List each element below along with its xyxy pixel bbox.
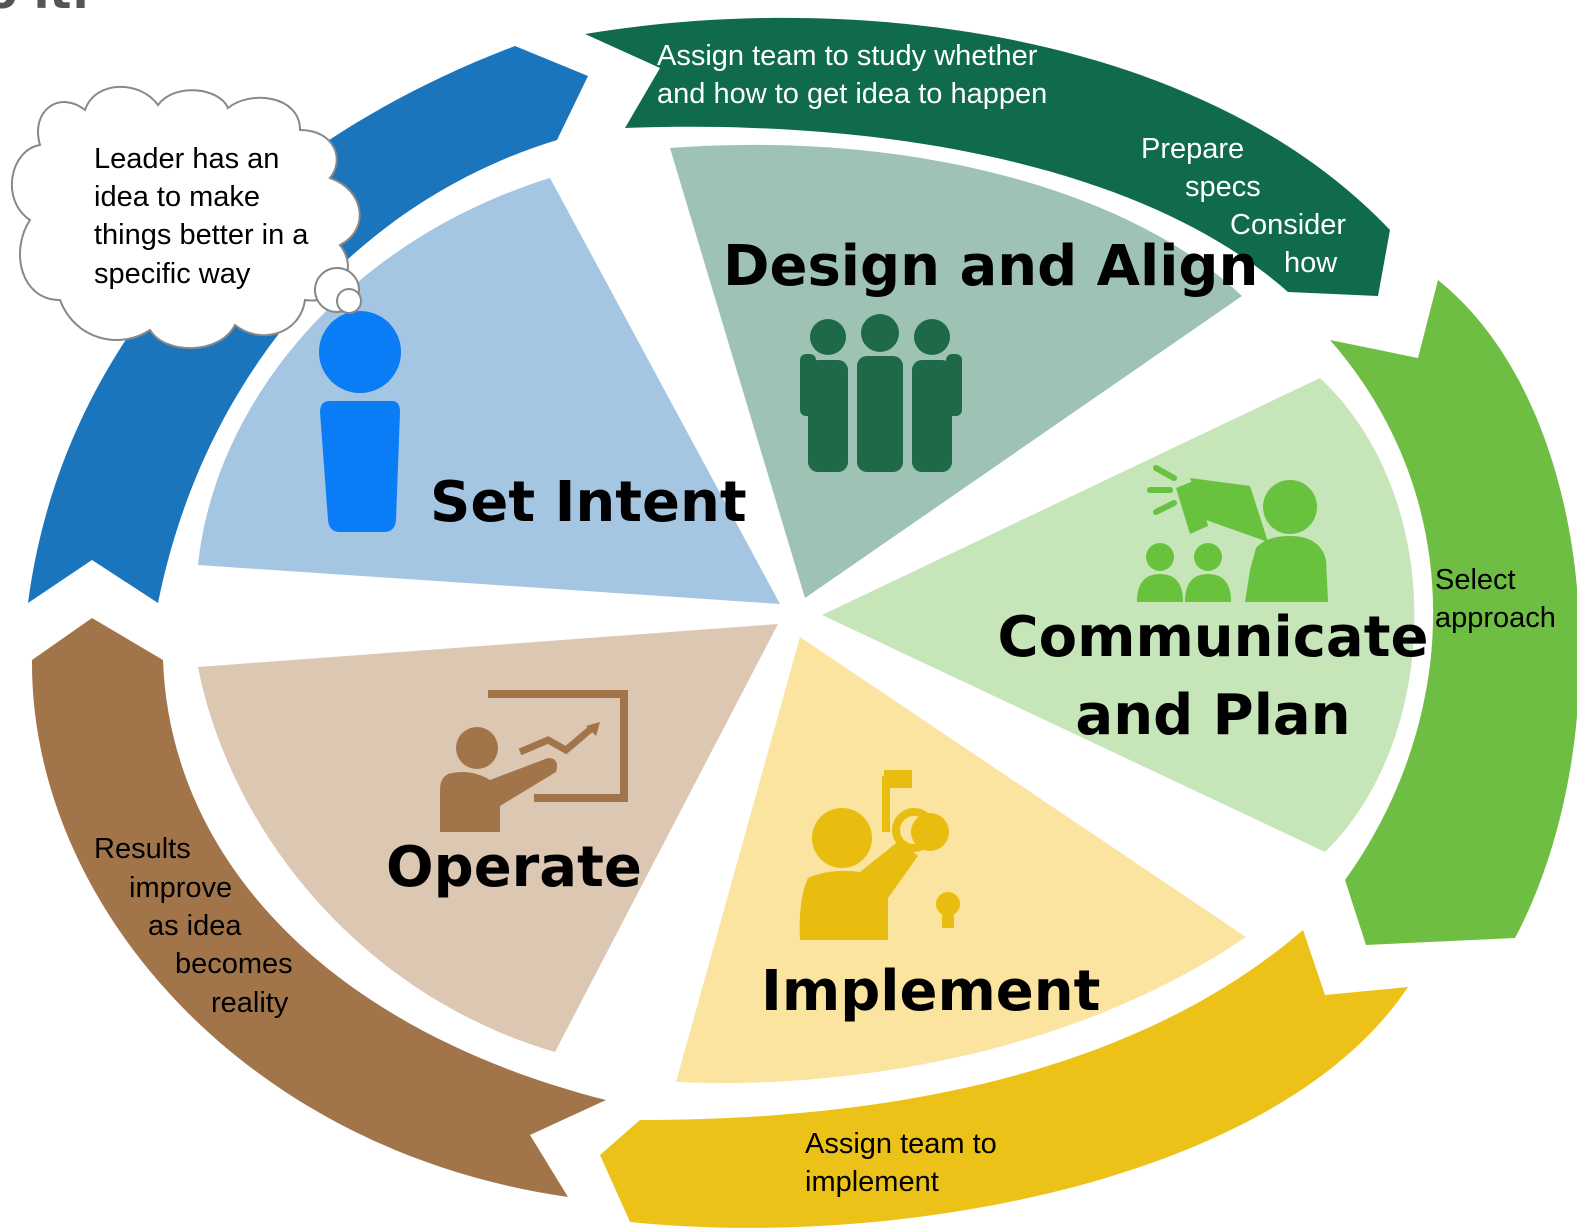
- results-text: Results improve as idea becomes reality: [94, 833, 301, 1019]
- implement-wedge: [676, 637, 1246, 1083]
- prepare-specs-text: Prepare specs: [1141, 133, 1261, 203]
- assign-implement-line-1: Assign team to: [805, 1128, 997, 1160]
- select-approach-text: Select approach: [1435, 564, 1556, 634]
- yellow-ring-arrow: [600, 930, 1408, 1228]
- consider-how-text: Consider how: [1230, 209, 1354, 279]
- results-line-5: reality: [211, 987, 289, 1019]
- results-line-3: as idea: [148, 910, 242, 942]
- select-approach-line-1: Select: [1435, 564, 1516, 596]
- key-icon: [799, 770, 960, 940]
- person-icon: [319, 311, 401, 532]
- header-fragment: o it:: [0, 0, 90, 19]
- thought-line-3: things better in a: [94, 219, 309, 251]
- presenter-chart-icon: [440, 690, 628, 832]
- prepare-specs-line-2: specs: [1185, 171, 1261, 203]
- brown-ring-arrow: [31, 618, 606, 1197]
- assign-study-line-1: Assign team to study whether: [657, 40, 1038, 72]
- assign-implement-text: Assign team to implement: [805, 1128, 1005, 1198]
- operate-wedge: [198, 624, 778, 1052]
- select-approach-line-2: approach: [1435, 602, 1556, 634]
- thought-line-2: idea to make: [94, 181, 260, 213]
- light-green-ring-arrow: [1330, 280, 1577, 945]
- results-line-4: becomes: [175, 948, 293, 980]
- prepare-specs-line-1: Prepare: [1141, 133, 1244, 165]
- assign-study-text: Assign team to study whether and how to …: [657, 40, 1047, 110]
- communicate-plan-label-line2: and Plan: [1075, 683, 1350, 748]
- consider-how-line-1: Consider: [1230, 209, 1346, 241]
- operate-label: Operate: [386, 835, 642, 900]
- implement-label: Implement: [761, 959, 1100, 1024]
- results-line-1: Results: [94, 833, 191, 865]
- communicate-plan-label-line1: Communicate: [998, 605, 1429, 670]
- assign-study-line-2: and how to get idea to happen: [657, 78, 1047, 110]
- thought-bubble: [11, 85, 362, 350]
- thought-bubble-text: Leader has an idea to make things better…: [94, 143, 316, 290]
- thought-line-4: specific way: [94, 258, 251, 290]
- consider-how-line-2: how: [1284, 247, 1338, 279]
- design-align-label: Design and Align: [723, 234, 1258, 299]
- dark-green-ring-arrow: [585, 17, 1390, 296]
- megaphone-icon: [1137, 465, 1328, 602]
- set-intent-label: Set Intent: [430, 470, 747, 535]
- thought-line-1: Leader has an: [94, 143, 279, 175]
- assign-implement-line-2: implement: [805, 1166, 939, 1198]
- results-line-2: improve: [129, 872, 232, 904]
- blue-ring-arrow: [28, 46, 588, 603]
- team-icon: [800, 314, 962, 472]
